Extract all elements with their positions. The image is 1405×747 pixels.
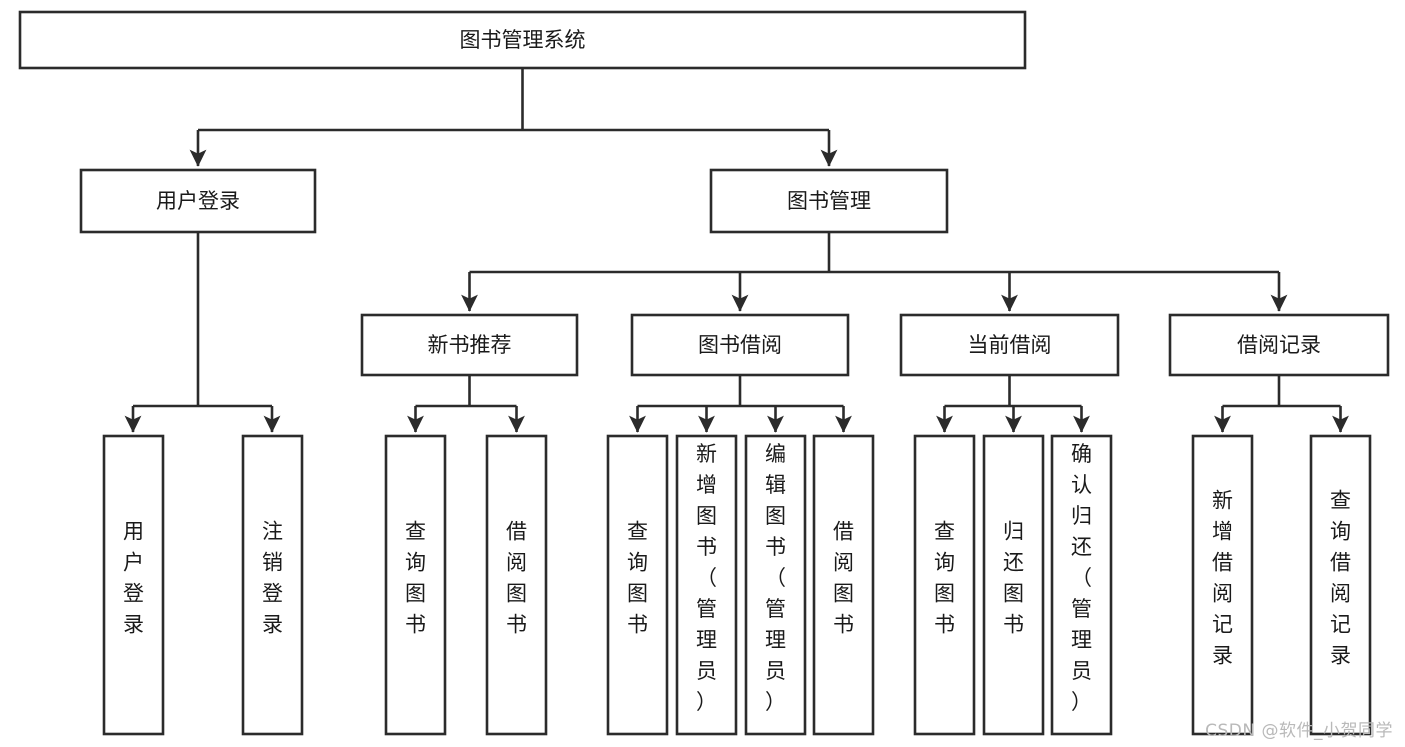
node-leaf-query-book-borrow[interactable]: 查询图书 <box>606 434 669 736</box>
node-borrow-records-label: 借阅记录 <box>1237 333 1321 357</box>
node-leaf-query-book-borrow-label: 查询图书 <box>627 520 648 637</box>
node-leaf-query-book-newbook[interactable]: 查询图书 <box>384 434 447 736</box>
node-current-borrow[interactable]: 当前借阅 <box>899 313 1120 377</box>
node-user-login[interactable]: 用户登录 <box>79 168 317 234</box>
node-leaf-add-book-admin-label: 新增图书（管理员） <box>696 442 717 714</box>
node-leaf-query-book-current-label: 查询图书 <box>934 520 955 637</box>
node-leaf-user-login-label: 用户登录 <box>123 520 144 637</box>
node-leaf-edit-book-admin-label: 编辑图书（管理员） <box>765 442 786 714</box>
node-leaf-logout-label: 注销登录 <box>262 520 283 637</box>
node-leaf-edit-book-admin[interactable]: 编辑图书（管理员） <box>744 434 807 736</box>
node-root-label: 图书管理系统 <box>460 28 586 52</box>
node-user-login-label: 用户登录 <box>156 189 240 213</box>
node-new-book-recommend-label: 新书推荐 <box>428 333 512 357</box>
node-leaf-query-borrow-record-label: 查询借阅记录 <box>1330 489 1351 668</box>
node-leaf-return-book-label: 归还图书 <box>1003 520 1024 637</box>
node-leaf-logout[interactable]: 注销登录 <box>241 434 304 736</box>
node-current-borrow-label: 当前借阅 <box>968 333 1052 357</box>
node-leaf-query-borrow-record[interactable]: 查询借阅记录 <box>1309 434 1372 736</box>
connector-layer <box>124 68 1349 433</box>
node-new-book-recommend[interactable]: 新书推荐 <box>360 313 579 377</box>
node-book-management-label: 图书管理 <box>787 189 871 213</box>
node-borrow-records[interactable]: 借阅记录 <box>1168 313 1390 377</box>
node-leaf-confirm-return-admin[interactable]: 确认归还（管理员） <box>1050 434 1113 736</box>
node-leaf-confirm-return-admin-label: 确认归还（管理员） <box>1071 442 1092 714</box>
node-leaf-add-borrow-record[interactable]: 新增借阅记录 <box>1191 434 1254 736</box>
node-leaf-query-book-current[interactable]: 查询图书 <box>913 434 976 736</box>
node-leaf-borrow-book-newbook[interactable]: 借阅图书 <box>485 434 548 736</box>
node-leaf-add-borrow-record-label: 新增借阅记录 <box>1212 489 1233 668</box>
node-leaf-query-book-newbook-label: 查询图书 <box>405 520 426 637</box>
node-leaf-add-book-admin[interactable]: 新增图书（管理员） <box>675 434 738 736</box>
node-book-borrow-label: 图书借阅 <box>698 333 782 357</box>
node-leaf-borrow-book-borrow-label: 借阅图书 <box>833 520 854 637</box>
node-leaf-borrow-book-borrow[interactable]: 借阅图书 <box>812 434 875 736</box>
node-leaf-return-book[interactable]: 归还图书 <box>982 434 1045 736</box>
node-root[interactable]: 图书管理系统 <box>18 10 1027 70</box>
node-book-borrow[interactable]: 图书借阅 <box>630 313 850 377</box>
node-book-management[interactable]: 图书管理 <box>709 168 949 234</box>
node-leaf-borrow-book-newbook-label: 借阅图书 <box>506 520 527 637</box>
node-leaf-user-login[interactable]: 用户登录 <box>102 434 165 736</box>
